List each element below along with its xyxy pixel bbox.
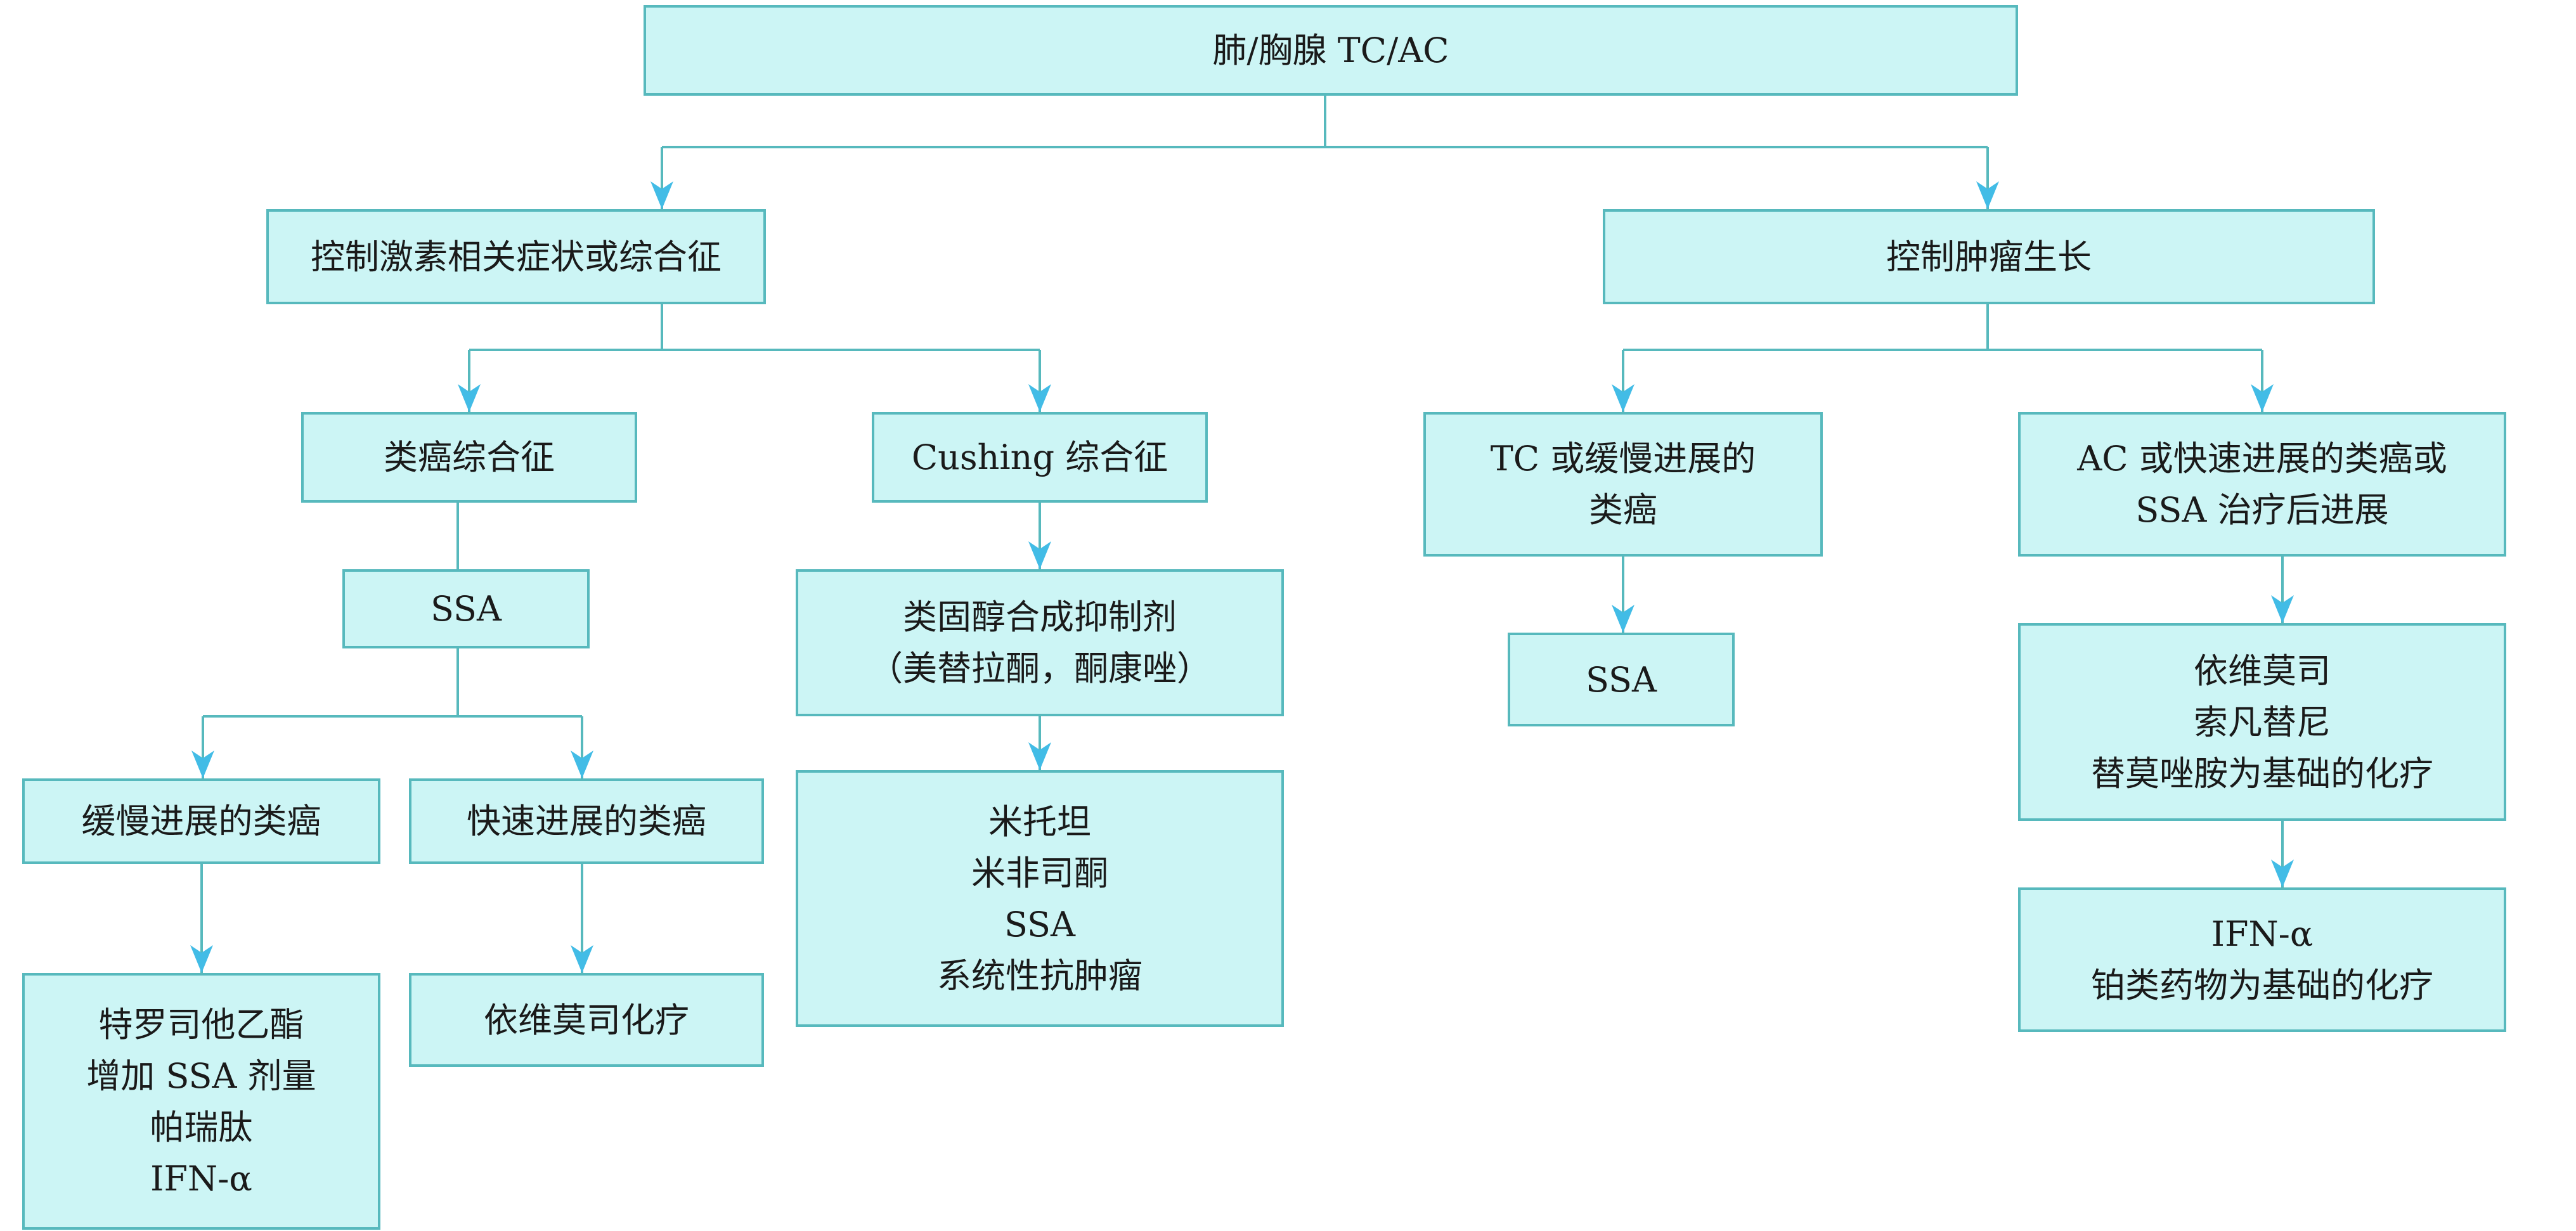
node-label-line: Cushing 综合征 (911, 437, 1168, 477)
connector-line (203, 648, 582, 718)
node-label-line: SSA (430, 589, 502, 629)
arrowhead (2271, 860, 2294, 887)
tumor-growth-node: 控制肿瘤生长 (1603, 209, 2375, 304)
node-label-line: 控制激素相关症状或综合征 (311, 236, 722, 277)
arrowhead (190, 945, 213, 973)
everolimus-chemo-node: 依维莫司化疗 (409, 973, 764, 1067)
arrowhead (571, 751, 593, 778)
ssa-left-node: SSA (342, 569, 590, 648)
node-label-line: 米托坦 (988, 801, 1091, 842)
connector-line (469, 304, 1040, 351)
node-label-line: 系统性抗肿瘤 (937, 955, 1142, 996)
node-label-line: 类固醇合成抑制剂 (903, 597, 1177, 637)
carcinoid-syndrome-node: 类癌综合征 (301, 412, 637, 503)
node-label-line: TC 或缓慢进展的 (1490, 439, 1756, 479)
node-label-line: SSA 治疗后进展 (2135, 490, 2389, 530)
node-label-line: 米非司酮 (971, 853, 1108, 893)
arrowhead (1028, 742, 1051, 770)
node-label-line: 依维莫司 (2194, 650, 2331, 691)
steroid-inhibitor-node: 类固醇合成抑制剂 （美替拉酮，酮康唑） (796, 569, 1284, 716)
node-label-line: （美替拉酮，酮康唑） (869, 648, 1211, 688)
node-label-line: 类癌 (1589, 490, 1657, 530)
arrowhead (571, 945, 593, 973)
node-label-line: 依维莫司化疗 (484, 1000, 689, 1040)
node-label-line: 帕瑞肽 (150, 1107, 253, 1147)
ac-fast-progress-node: AC 或快速进展的类癌或 SSA 治疗后进展 (2018, 412, 2506, 557)
connector-line (662, 96, 1988, 148)
hormone-control-node: 控制激素相关症状或综合征 (266, 209, 766, 304)
arrowhead (1976, 181, 1999, 209)
arrowhead (1612, 384, 1634, 412)
node-label-line: 肺/胸腺 TC/AC (1212, 30, 1449, 70)
arrowhead (2271, 595, 2294, 623)
slow-carcinoid-node: 缓慢进展的类癌 (22, 778, 380, 864)
tc-slow-progress-node: TC 或缓慢进展的类癌 (1423, 412, 1823, 557)
node-label-line: 增加 SSA 剂量 (86, 1055, 316, 1096)
node-label-line: 类癌综合征 (384, 437, 555, 477)
node-label-line: 快速进展的类癌 (467, 801, 706, 841)
node-label-line: 替莫唑胺为基础的化疗 (2091, 753, 2433, 794)
arrowhead (650, 181, 673, 209)
arrowhead (458, 384, 481, 412)
arrowhead (1612, 605, 1634, 633)
arrowhead (2251, 384, 2274, 412)
arrowhead (191, 751, 214, 778)
slow-treatments-node: 特罗司他乙酯增加 SSA 剂量帕瑞肽 IFN-α (22, 973, 380, 1230)
node-label-line: IFN-α (2211, 914, 2314, 954)
node-label-line: 索凡替尼 (2194, 702, 2331, 742)
node-label-line: 控制肿瘤生长 (1886, 236, 2092, 277)
arrowhead (1028, 541, 1051, 569)
node-label-line: AC 或快速进展的类癌或 (2077, 439, 2447, 479)
cushing-syndrome-node: Cushing 综合征 (872, 412, 1208, 503)
everolimus-group-node: 依维莫司索凡替尼替莫唑胺为基础的化疗 (2018, 623, 2506, 821)
node-label-line: 铂类药物为基础的化疗 (2091, 965, 2433, 1005)
arrowhead (1028, 384, 1051, 412)
node-label-line: 缓慢进展的类癌 (81, 801, 321, 841)
node-label-line: SSA (1004, 904, 1076, 944)
ifn-platinum-node: IFN-α 铂类药物为基础的化疗 (2018, 887, 2506, 1032)
node-label-line: IFN-α (150, 1158, 252, 1199)
ssa-right-node: SSA (1508, 633, 1735, 726)
node-label-line: SSA (1585, 659, 1657, 700)
cushing-drugs-node: 米托坦米非司酮 SSA 系统性抗肿瘤 (796, 770, 1284, 1027)
fast-carcinoid-node: 快速进展的类癌 (409, 778, 764, 864)
connector-line (1623, 304, 2262, 351)
root-node: 肺/胸腺 TC/AC (644, 5, 2018, 96)
node-label-line: 特罗司他乙酯 (98, 1004, 304, 1045)
